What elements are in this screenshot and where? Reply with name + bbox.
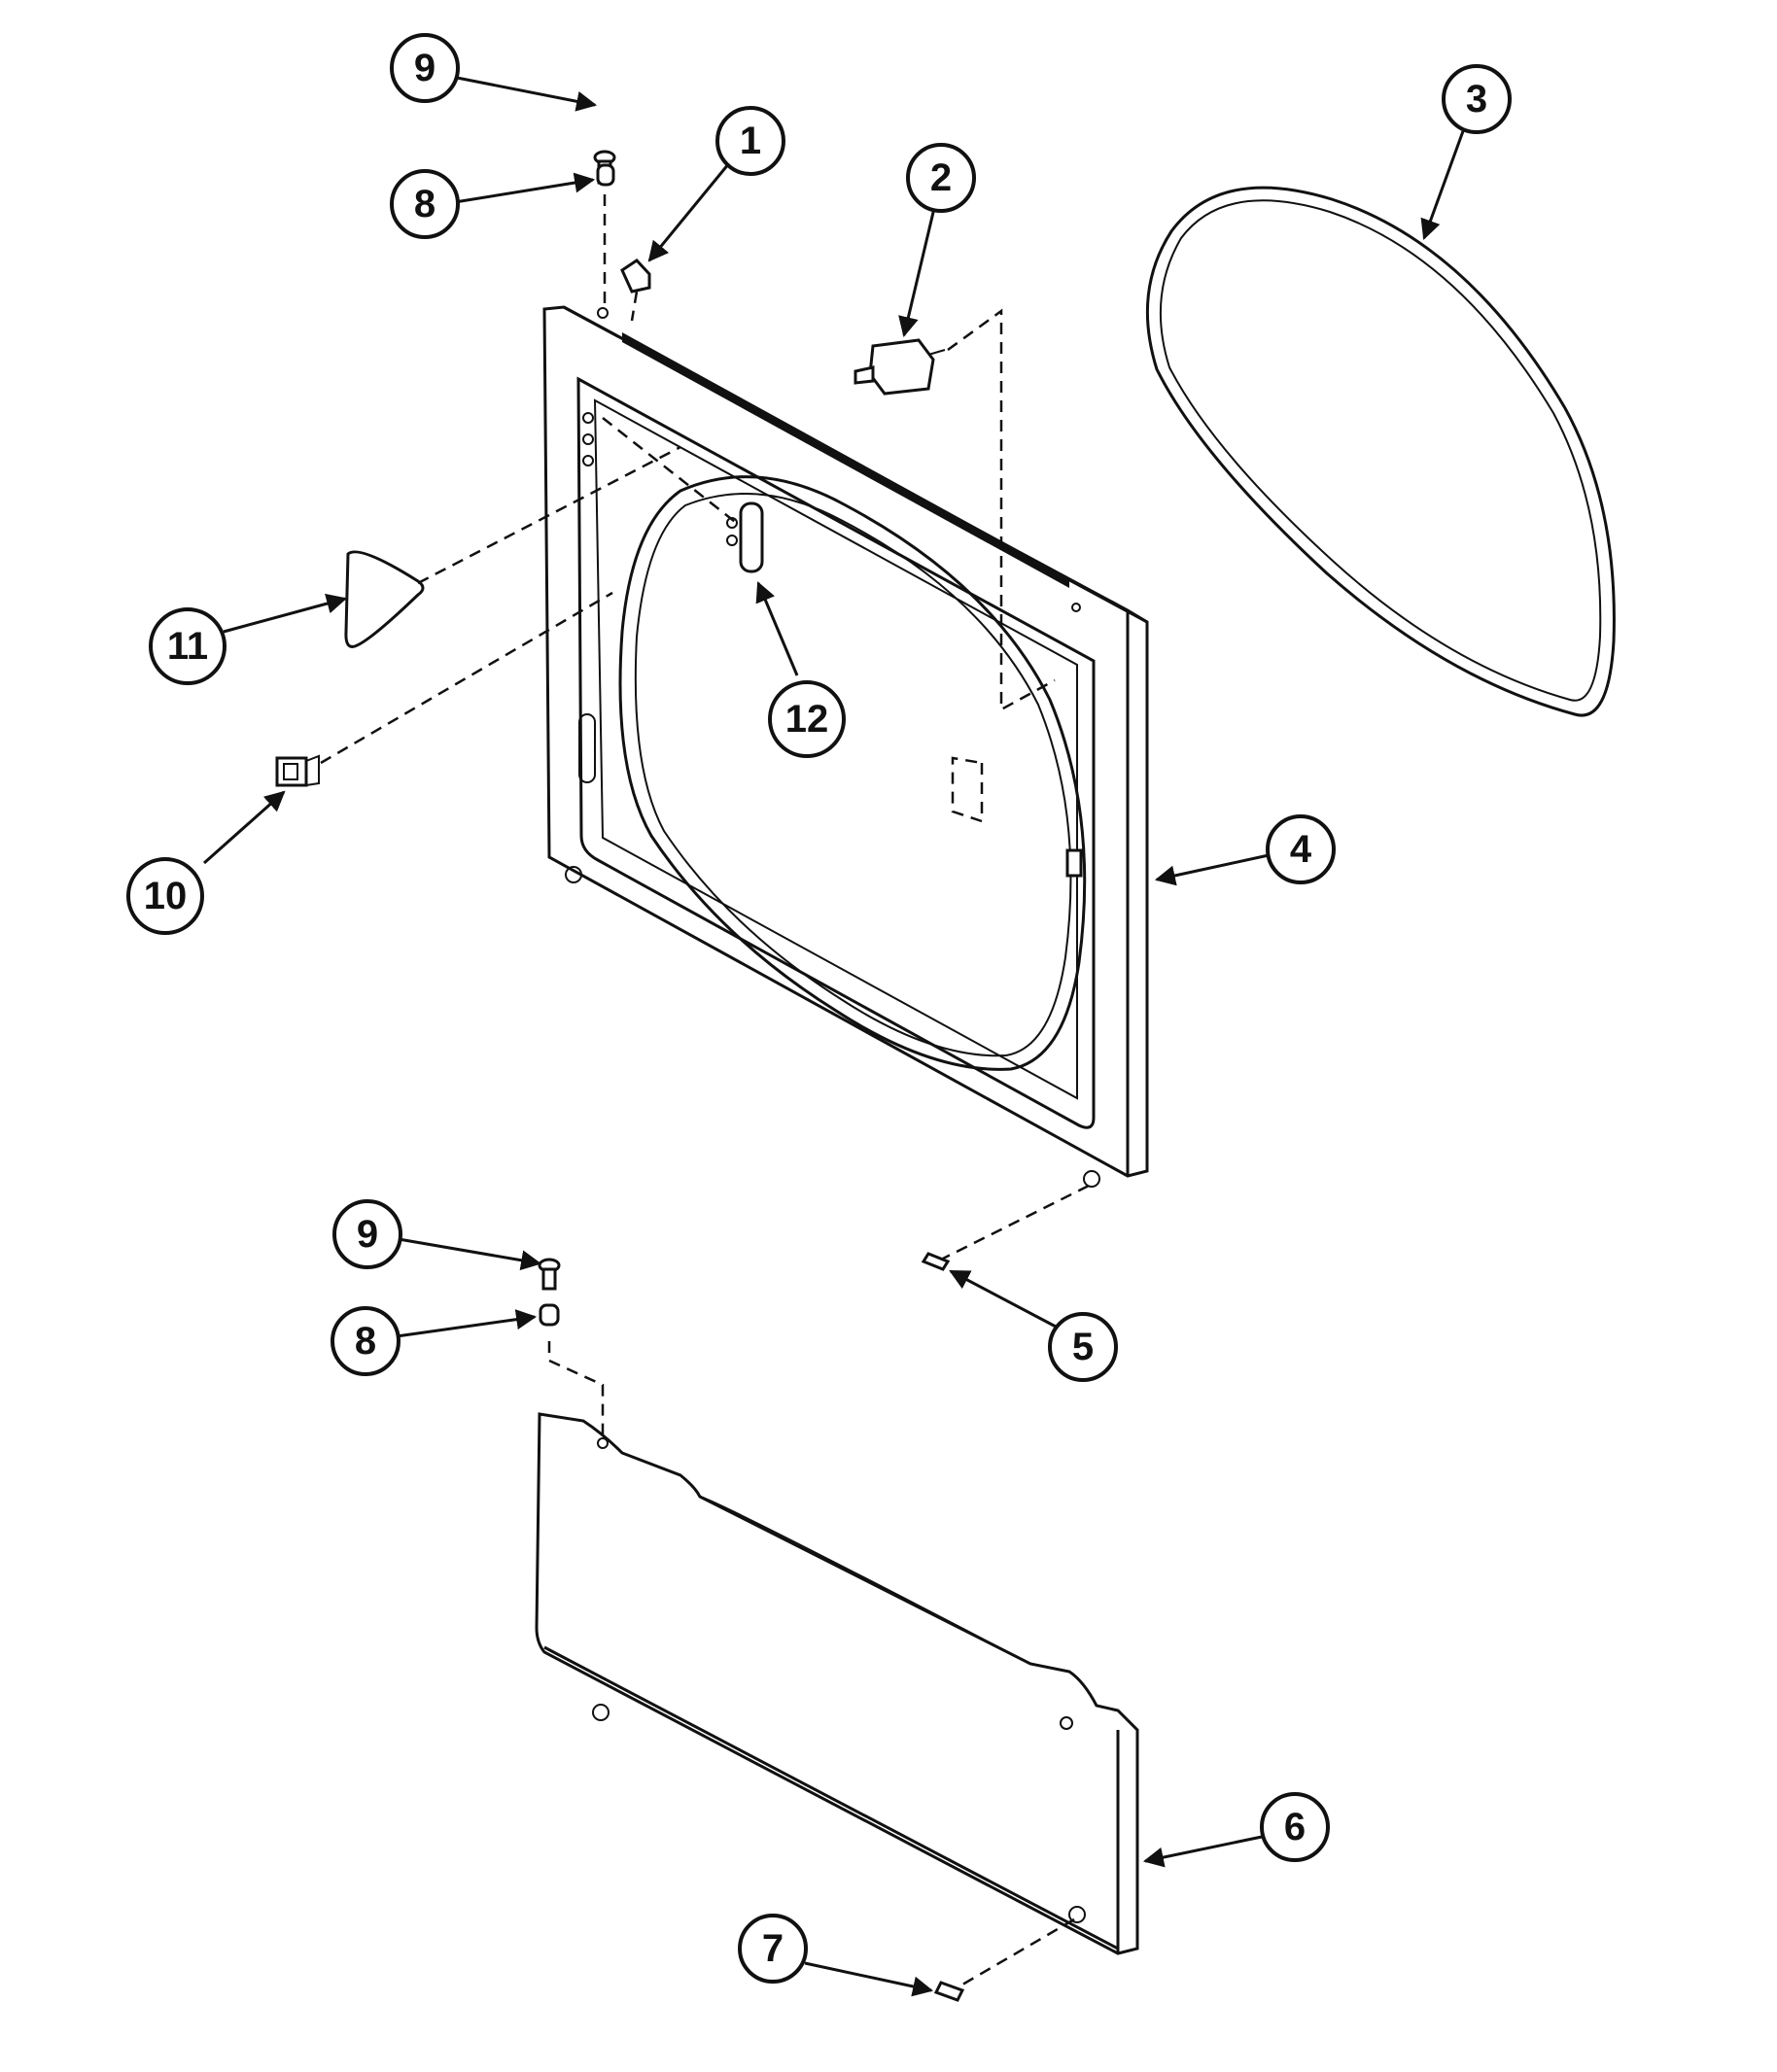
callout-8-top-label: 8 (414, 183, 436, 225)
callout-10: 10 (126, 857, 204, 935)
callout-1-label: 1 (740, 120, 761, 162)
callout-8-bottom: 8 (331, 1306, 401, 1376)
callout-11: 11 (149, 607, 226, 685)
leader-arrows (203, 76, 1465, 1997)
callout-2: 2 (906, 143, 976, 213)
callout-4: 4 (1266, 814, 1336, 884)
callout-8-bottom-label: 8 (355, 1320, 376, 1363)
callout-4-label: 4 (1290, 828, 1312, 871)
callout-8-top: 8 (390, 169, 460, 239)
screw-lower (538, 1258, 561, 1291)
door-switch-part (854, 338, 946, 396)
spacer-top (596, 163, 615, 187)
callout-5: 5 (1048, 1312, 1118, 1382)
callout-7: 7 (738, 1914, 808, 1984)
callout-3-label: 3 (1466, 78, 1487, 121)
badge-part (344, 550, 425, 648)
callout-9-top-label: 9 (414, 47, 436, 89)
callout-2-label: 2 (930, 156, 952, 199)
callout-9-bottom: 9 (332, 1199, 402, 1269)
screw-part-5 (921, 1252, 951, 1271)
callout-6-label: 6 (1284, 1806, 1306, 1848)
callout-12: 12 (768, 680, 846, 758)
front-panel (542, 305, 1149, 1188)
clip-part (620, 259, 651, 294)
callout-1: 1 (715, 106, 785, 176)
callout-11-label: 11 (167, 625, 208, 668)
spacer-lower (539, 1303, 560, 1327)
callout-9-top: 9 (390, 33, 460, 103)
callout-7-label: 7 (762, 1927, 784, 1970)
callout-5-label: 5 (1072, 1326, 1094, 1368)
kick-panel (535, 1412, 1139, 1955)
callout-10-label: 10 (144, 875, 188, 917)
callout-9-bottom-label: 9 (357, 1213, 378, 1256)
callout-6: 6 (1260, 1792, 1330, 1862)
assembly-lines (320, 194, 1090, 1989)
push-switch-part (275, 754, 320, 787)
screw-part-7 (933, 1981, 965, 2002)
callout-12-label: 12 (785, 698, 829, 741)
door-gasket-part (1145, 186, 1616, 717)
callout-3: 3 (1442, 64, 1512, 134)
